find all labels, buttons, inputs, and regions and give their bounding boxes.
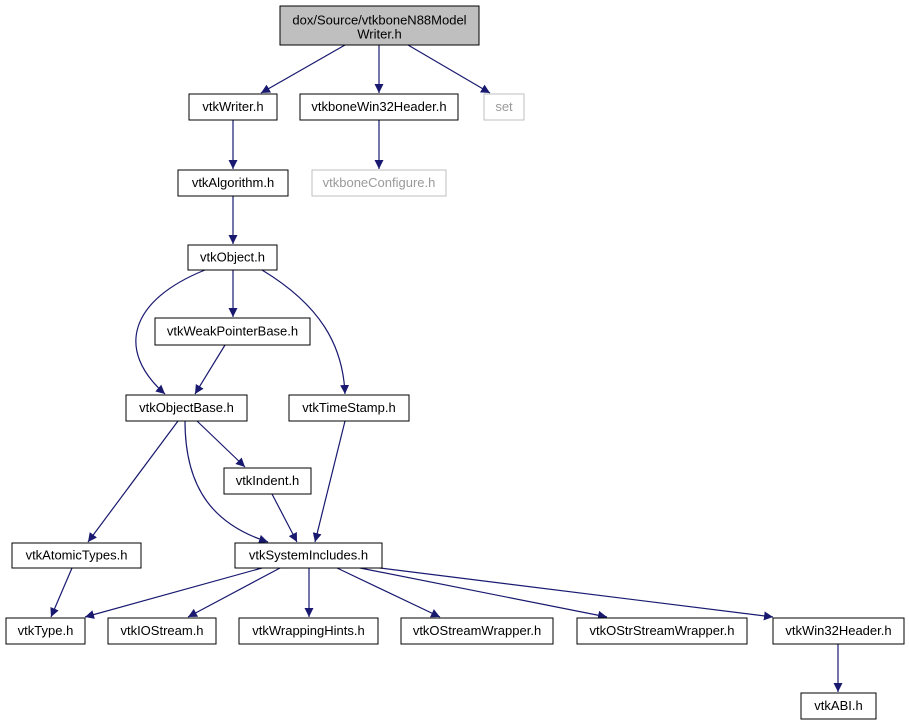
edge-root-set	[407, 44, 491, 94]
node-vtkweakpointerbase-label: vtkWeakPointerBase.h	[167, 323, 298, 338]
edge-objectbase-atomic	[87, 420, 179, 543]
node-vtktimestamp-label: vtkTimeStamp.h	[302, 400, 395, 415]
edge-atomic-type	[50, 567, 73, 618]
node-vtksystemincludes[interactable]: vtkSystemIncludes.h	[234, 542, 383, 569]
node-vtkobject-label: vtkObject.h	[200, 249, 265, 264]
edge-timestamp-sysincl	[312, 420, 346, 543]
edge-objectbase-indent	[196, 420, 246, 468]
edge-sysincl-ostrstream	[359, 567, 608, 620]
node-vtkbonewin32header-label: vtkboneWin32Header.h	[311, 99, 446, 114]
node-vtkwin32header-label: vtkWin32Header.h	[785, 623, 891, 638]
node-vtkalgorithm[interactable]: vtkAlgorithm.h	[177, 169, 289, 197]
node-vtkboneconfigure-label: vtkboneConfigure.h	[323, 175, 436, 190]
node-set[interactable]: set	[483, 93, 525, 121]
node-vtkostrstreamwrapper-label: vtkOStrStreamWrapper.h	[590, 623, 735, 638]
node-vtkbonewin32header[interactable]: vtkboneWin32Header.h	[299, 93, 459, 121]
node-vtkweakpointerbase[interactable]: vtkWeakPointerBase.h	[154, 317, 311, 346]
node-vtkobjectbase-label: vtkObjectBase.h	[139, 400, 234, 415]
edge-object-objectbase	[135, 269, 206, 395]
node-vtkindent[interactable]: vtkIndent.h	[223, 467, 312, 495]
edge-root-writer	[260, 44, 346, 94]
node-vtkostrstreamwrapper[interactable]: vtkOStrStreamWrapper.h	[576, 617, 748, 645]
edge-sysincl-type	[84, 567, 263, 619]
edge-sysincl-ostream	[336, 567, 441, 618]
node-root-label-line1: dox/Source/vtkboneN88Model	[292, 12, 466, 27]
node-vtkiostream[interactable]: vtkIOStream.h	[107, 617, 217, 645]
node-vtktype-label: vtkType.h	[18, 623, 74, 638]
edge-sysincl-iostream	[187, 567, 281, 618]
node-vtktimestamp[interactable]: vtkTimeStamp.h	[288, 394, 410, 422]
node-vtkalgorithm-label: vtkAlgorithm.h	[192, 175, 274, 190]
edge-object-timestamp	[261, 269, 350, 395]
edge-weakptr-objectbase	[194, 344, 226, 395]
node-vtksystemincludes-label: vtkSystemIncludes.h	[249, 547, 368, 562]
edges	[50, 44, 843, 692]
node-vtkwin32header[interactable]: vtkWin32Header.h	[772, 617, 905, 645]
edge-sysincl-vtkwin32	[379, 567, 774, 621]
node-vtkabi-label: vtkABI.h	[814, 698, 862, 713]
node-root[interactable]: dox/Source/vtkboneN88Model Writer.h	[279, 5, 480, 46]
node-vtkabi[interactable]: vtkABI.h	[800, 692, 877, 720]
edge-objectbase-sysincl	[184, 420, 269, 544]
node-vtkwriter-label: vtkWriter.h	[202, 99, 263, 114]
edge-indent-sysincl	[271, 493, 298, 543]
node-vtkobjectbase[interactable]: vtkObjectBase.h	[125, 394, 248, 422]
node-vtkostreamwrapper-label: vtkOStreamWrapper.h	[413, 623, 541, 638]
node-vtkindent-label: vtkIndent.h	[236, 473, 300, 488]
node-vtkobject[interactable]: vtkObject.h	[187, 244, 278, 271]
node-vtkiostream-label: vtkIOStream.h	[120, 623, 203, 638]
node-root-label-line2: Writer.h	[357, 26, 402, 41]
node-vtkwriter[interactable]: vtkWriter.h	[188, 93, 278, 121]
node-vtkatomictypes-label: vtkAtomicTypes.h	[26, 547, 128, 562]
node-vtkboneconfigure[interactable]: vtkboneConfigure.h	[311, 169, 447, 197]
node-vtktype[interactable]: vtkType.h	[5, 617, 86, 645]
nodes: dox/Source/vtkboneN88Model Writer.h vtkW…	[5, 5, 905, 720]
node-vtkwrappinghints-label: vtkWrappingHints.h	[252, 623, 364, 638]
node-vtkostreamwrapper[interactable]: vtkOStreamWrapper.h	[400, 617, 554, 645]
node-set-label: set	[495, 99, 513, 114]
node-vtkwrappinghints[interactable]: vtkWrappingHints.h	[238, 617, 379, 645]
node-vtkatomictypes[interactable]: vtkAtomicTypes.h	[11, 542, 142, 569]
